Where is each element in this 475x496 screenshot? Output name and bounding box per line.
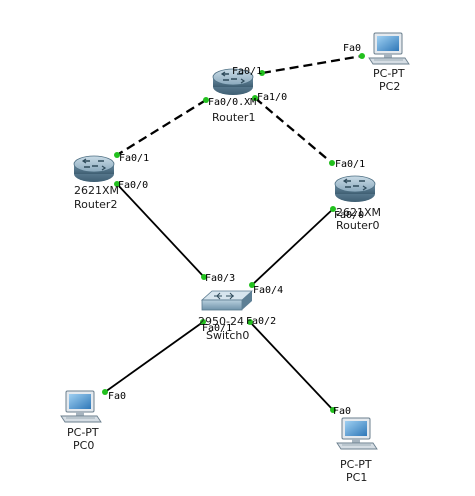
endpoint-dot <box>203 97 209 103</box>
link-router2-switch0[interactable] <box>116 183 205 278</box>
pc1-type-label: PC-PT <box>340 458 372 471</box>
router-icon <box>73 155 115 183</box>
endpoint-dot <box>114 181 120 187</box>
endpoint-dot <box>329 160 335 166</box>
port-label-router1-fa00: Fa0/0.XM <box>208 97 256 108</box>
router1-label: Router1 <box>212 111 255 124</box>
pc0-node[interactable]: PC-PT PC0 <box>60 390 102 452</box>
port-label-router0-fa00: Fa0/0 <box>334 210 364 221</box>
port-label-router1-fa01: Fa0/1 <box>232 66 262 77</box>
port-labels: Fa0/1 Fa0/0.XM Fa1/0 Fa0 Fa0/1 Fa0/0 Fa0… <box>108 43 365 417</box>
pc2-type-label: PC-PT <box>373 67 405 80</box>
port-label-router1-fa10: Fa1/0 <box>257 92 287 103</box>
port-label-pc2-fa0: Fa0 <box>343 43 361 54</box>
link-switch0-pc1[interactable] <box>249 321 334 411</box>
router-icon <box>334 175 376 203</box>
link-router1-pc2[interactable] <box>261 54 363 75</box>
switch0-model-label: 2950-24 <box>198 315 244 328</box>
port-label-switch0-fa01: Fa0/1 <box>202 323 232 334</box>
link-switch0-pc0[interactable] <box>104 321 204 393</box>
pc1-node[interactable]: PC-PT PC1 <box>336 417 378 484</box>
router2-label: Router2 <box>74 198 117 211</box>
endpoint-dot <box>359 53 365 59</box>
pc2-node[interactable]: PC-PT PC2 <box>368 32 410 93</box>
pc-icon <box>60 390 102 423</box>
pc2-label: PC2 <box>379 80 400 93</box>
endpoint-dot <box>330 407 336 413</box>
router0-model-label: 2621XM <box>336 206 381 219</box>
link-router1-router0[interactable] <box>254 97 333 164</box>
port-label-switch0-fa03: Fa0/3 <box>205 273 235 284</box>
switch-icon <box>200 290 254 311</box>
port-label-router2-fa01: Fa0/1 <box>119 153 149 164</box>
router0-label: Router0 <box>336 219 379 232</box>
endpoint-dot <box>330 206 336 212</box>
port-label-pc0-fa0: Fa0 <box>108 391 126 402</box>
port-label-router2-fa00: Fa0/0 <box>118 180 148 191</box>
endpoint-dot <box>102 389 108 395</box>
pc0-label: PC0 <box>73 439 94 452</box>
link-router0-switch0[interactable] <box>251 208 334 286</box>
link-endpoints <box>102 53 365 413</box>
pc-icon <box>336 417 378 450</box>
switch0-label: Switch0 <box>206 329 249 342</box>
router2-node[interactable]: 2621XM Router2 <box>73 155 119 211</box>
endpoint-dot <box>247 319 253 325</box>
router2-model-label: 2621XM <box>74 184 119 197</box>
endpoint-dot <box>201 274 207 280</box>
port-label-router0-fa01: Fa0/1 <box>335 159 365 170</box>
port-label-switch0-fa02: Fa0/2 <box>246 316 276 327</box>
port-label-pc1-fa0: Fa0 <box>333 406 351 417</box>
router0-node[interactable]: 2621XM Router0 <box>334 175 381 232</box>
endpoint-dot <box>249 282 255 288</box>
endpoint-dot <box>114 152 120 158</box>
switch0-node[interactable]: 2950-24 Switch0 <box>198 290 254 342</box>
endpoint-dot <box>200 319 206 325</box>
endpoint-dot <box>259 70 265 76</box>
pc0-type-label: PC-PT <box>67 426 99 439</box>
endpoint-dot <box>252 95 258 101</box>
link-router1-router2[interactable] <box>116 99 207 156</box>
pc1-label: PC1 <box>346 471 367 484</box>
port-label-switch0-fa04: Fa0/4 <box>253 285 283 296</box>
pc-icon <box>368 32 410 65</box>
router1-node[interactable]: Router1 <box>212 68 255 124</box>
